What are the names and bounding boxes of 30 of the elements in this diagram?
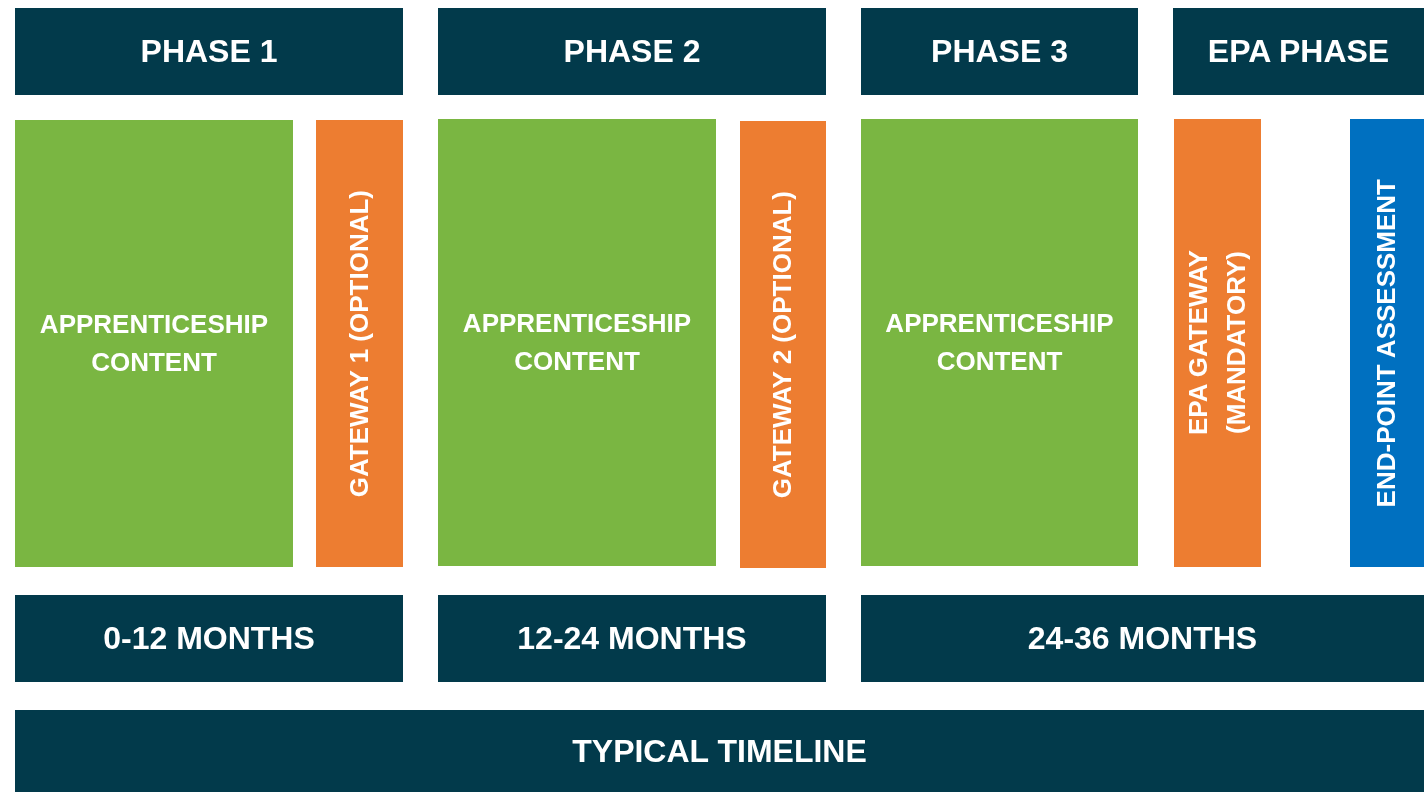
header-text: EPA PHASE <box>1207 32 1390 72</box>
phase-header <box>861 8 1138 95</box>
header-text: PHASE 1 <box>140 32 278 72</box>
phase-header <box>15 8 403 95</box>
bar-text: GATEWAY 2 (OPTIONAL) <box>766 190 799 499</box>
duration-text: 12-24 MONTHS <box>517 619 747 659</box>
phase-header <box>1173 8 1424 95</box>
header-text: PHASE 2 <box>563 32 701 72</box>
gateway-bar <box>740 121 826 568</box>
footer-text: TYPICAL TIMELINE <box>572 731 867 771</box>
content-block <box>438 119 716 566</box>
block-text: APPRENTICESHIP CONTENT <box>38 307 270 379</box>
bar-text: GATEWAY 1 (OPTIONAL) <box>342 189 375 498</box>
block-text: APPRENTICESHIP CONTENT <box>884 306 1115 378</box>
gateway-bar <box>316 120 403 567</box>
duration-text: 0-12 MONTHS <box>103 619 315 659</box>
content-block <box>861 119 1138 566</box>
bar-text: EPA GATEWAY (MANDATORY) <box>1181 249 1252 438</box>
content-block <box>15 120 293 567</box>
timeline-bar <box>861 595 1424 682</box>
duration-text: 24-36 MONTHS <box>1027 619 1258 659</box>
block-text: APPRENTICESHIP CONTENT <box>461 306 693 378</box>
bar-text: END-POINT ASSESSMENT <box>1370 178 1403 508</box>
phase-header <box>438 8 826 95</box>
assessment-bar <box>1350 119 1424 567</box>
timeline-footer <box>15 710 1424 792</box>
timeline-bar <box>15 595 403 682</box>
header-text: PHASE 3 <box>931 32 1068 72</box>
gateway-bar <box>1174 119 1261 567</box>
timeline-bar <box>438 595 826 682</box>
